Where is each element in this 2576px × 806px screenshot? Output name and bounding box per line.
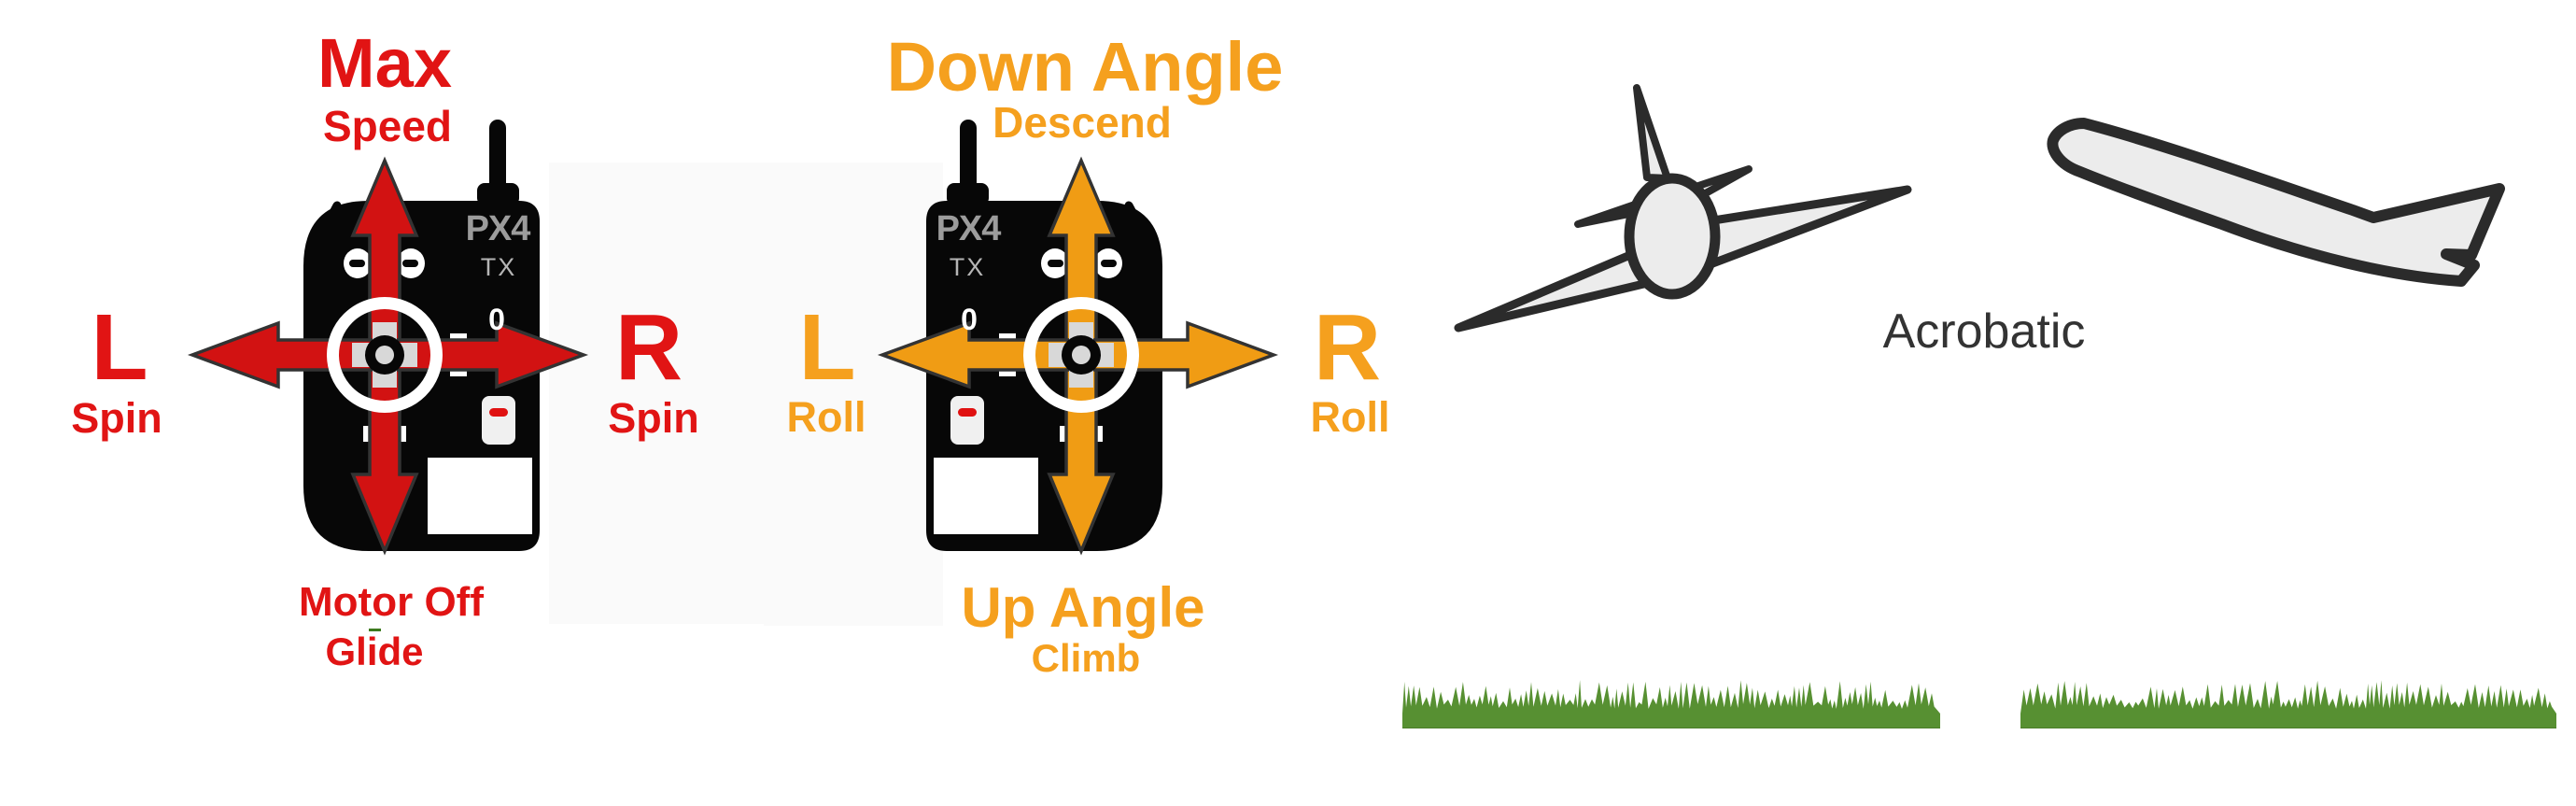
transmitter-left-labels: Max Speed L Spin R Spin Motor Off Glide [71, 24, 699, 673]
down-label-line1: Up Angle [961, 576, 1204, 639]
tail-fin [1633, 84, 1671, 182]
stray-tick [369, 629, 381, 631]
transmitter-device-left [192, 120, 584, 551]
transmitter-right: Down Angle Descend L Roll R Roll Up Angl… [787, 28, 1390, 680]
airplane-side-icon [2047, 118, 2505, 287]
up-label-line1: Max [317, 24, 452, 102]
right-label-line1: R [1314, 295, 1381, 400]
grass-strip-right [2020, 680, 2556, 728]
left-label-line1: L [798, 295, 855, 400]
right-label-line1: R [615, 295, 683, 400]
ground [1402, 680, 2556, 728]
fuselage [1624, 173, 1721, 300]
left-label-line2: Spin [71, 394, 162, 442]
image-background [549, 163, 789, 624]
device-model-label: TX [950, 253, 986, 281]
right-label-line2: Spin [608, 394, 699, 442]
grass-strip-left [1402, 680, 1940, 728]
aircraft-panel: Acrobatic [1454, 84, 2505, 359]
aircraft-caption: Acrobatic [1883, 304, 2086, 359]
device-power-label: 0 [488, 303, 505, 336]
transmitter-left: Max Speed L Spin R Spin Motor Off Glide … [71, 24, 699, 673]
transmitter-right-device-text: PX4 TX 0 [936, 209, 1003, 336]
device-brand-label: PX4 [936, 209, 1002, 248]
transmitter-left-device-text: PX4 TX 0 [466, 209, 532, 336]
airplane-front-icon [1454, 84, 1912, 332]
left-label-line1: L [91, 295, 148, 400]
left-label-line2: Roll [787, 393, 866, 441]
down-label-line2: Glide [325, 629, 423, 673]
right-label-line2: Roll [1311, 393, 1390, 441]
down-label-line2: Climb [1032, 636, 1141, 680]
device-model-label: TX [481, 253, 517, 281]
up-label-line2: Speed [323, 102, 452, 150]
up-label-line2: Descend [992, 98, 1172, 147]
up-label-line1: Down Angle [887, 28, 1284, 106]
image-background [764, 163, 943, 626]
device-brand-label: PX4 [466, 209, 531, 248]
device-power-label: 0 [961, 303, 978, 336]
transmitter-right-labels: Down Angle Descend L Roll R Roll Up Angl… [787, 28, 1390, 680]
down-label-line1: Motor Off [299, 579, 484, 625]
